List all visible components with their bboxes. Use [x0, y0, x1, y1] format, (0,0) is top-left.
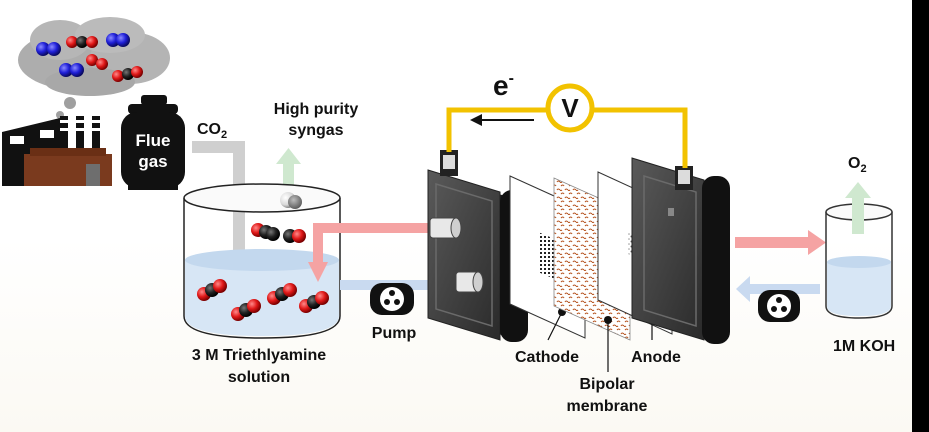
- flue-gas-molecules: [36, 33, 143, 82]
- right-edge-bar: [912, 0, 929, 432]
- factory-icon: [2, 116, 112, 186]
- amine-label-line1: 3 M Triethlyamine: [192, 347, 326, 364]
- cathode-label: Cathode: [515, 349, 579, 366]
- syngas-label-line1: High purity: [274, 101, 359, 118]
- syngas-label-line2: syngas: [288, 122, 343, 139]
- membrane-label-line1: Bipolar: [579, 376, 634, 393]
- o2-label: O2: [848, 155, 867, 175]
- membrane-label-line2: membrane: [567, 398, 648, 415]
- pump-label: Pump: [372, 325, 417, 342]
- electron-label: e-: [493, 70, 514, 101]
- electron-flow-arrow: [470, 114, 534, 126]
- syngas-up-arrow: [276, 148, 301, 190]
- co2-gas-molecules: [251, 192, 306, 243]
- dissolved-co2-molecules: [197, 279, 329, 321]
- anolyte-return-arrow: [736, 276, 820, 302]
- anode-label: Anode: [631, 349, 681, 366]
- catholyte-return-arrow: [308, 223, 430, 282]
- amine-solution-beaker: [183, 183, 341, 339]
- anolyte-out-arrow: [735, 230, 826, 255]
- pump-icon: [370, 283, 414, 315]
- flue-gas-line1: Flue: [136, 131, 171, 150]
- voltmeter: V: [545, 83, 595, 133]
- pump-icon-2: [758, 290, 800, 322]
- voltmeter-label: V: [561, 93, 579, 123]
- koh-label: 1M KOH: [833, 338, 895, 355]
- gas-cylinder-icon: Flue gas: [121, 95, 185, 190]
- flue-gas-line2: gas: [138, 152, 167, 171]
- o2-up-arrow: [845, 182, 871, 234]
- external-circuit-wire: [446, 107, 688, 168]
- amine-label-line2: solution: [228, 369, 290, 386]
- co2-label: CO2: [197, 121, 227, 141]
- anode-end-plate: [631, 157, 730, 344]
